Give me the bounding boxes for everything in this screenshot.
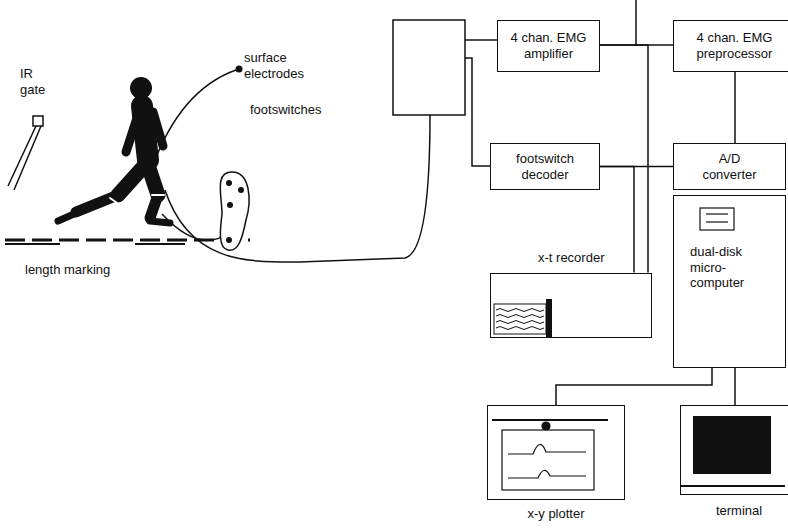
device-frame [680, 405, 788, 495]
part-label: footswitches [250, 102, 340, 118]
plotter-art [488, 406, 614, 501]
box-label: A/D converter [688, 147, 772, 186]
recorder-art [491, 274, 641, 339]
computer-box: dual-disk micro-computer [673, 195, 786, 368]
recorder: x-t recorder [490, 250, 652, 338]
signal-line [600, 167, 634, 273]
signal-line [600, 45, 648, 273]
device-label: x-t recorder [490, 250, 652, 273]
device-frame [487, 405, 625, 500]
footswitch-sole [220, 172, 249, 250]
terminal-art [681, 406, 787, 496]
disk-drive-icon [686, 202, 736, 234]
device-label: x-y plotter [487, 500, 625, 522]
converter-box: A/D converter [673, 143, 786, 190]
signal-line [734, 72, 736, 143]
walking-subject [58, 77, 170, 223]
box-label: dual-disk micro-computer [686, 234, 762, 291]
signal-line [556, 368, 712, 405]
box-label: 4 chan. EMG preprocessor [674, 26, 788, 65]
part-label: surface electrodes [244, 50, 318, 81]
amplifier-box: 4 chan. EMG amplifier [497, 20, 600, 72]
signal-line [734, 368, 736, 405]
preprocessor-box: 4 chan. EMG preprocessor [673, 20, 788, 72]
part-label: IR gate [20, 66, 54, 97]
ir-gate [33, 116, 43, 126]
box-label: footswitch decoder [491, 147, 599, 186]
device-frame [490, 273, 652, 338]
part-label: length marking [25, 262, 135, 278]
decoder-box: footswitch decoder [490, 143, 600, 190]
box-label: 4 chan. EMG amplifier [498, 26, 599, 65]
junction-box [393, 20, 465, 115]
terminal: terminal [680, 405, 788, 519]
plotter: x-y plotter [487, 405, 625, 522]
device-label: terminal [680, 495, 788, 519]
